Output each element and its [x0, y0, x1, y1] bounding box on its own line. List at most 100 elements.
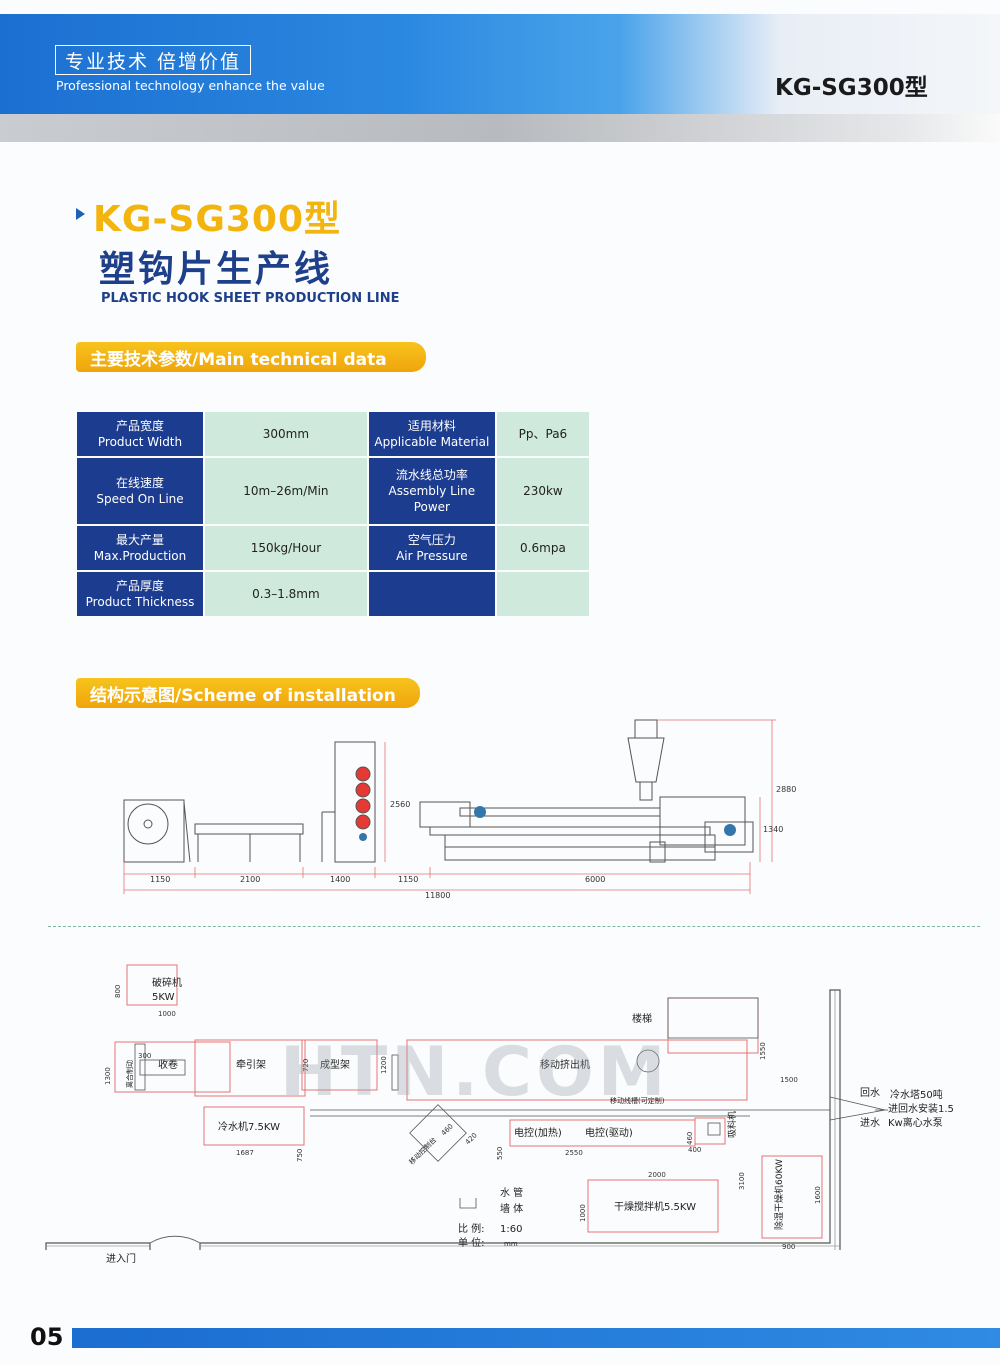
- spec-value: 0.3–1.8mm: [205, 572, 367, 616]
- hopper-top: [634, 719, 658, 739]
- wall-hatch: [46, 990, 840, 1250]
- dim-label: 1150: [150, 875, 170, 884]
- label-pipe: 水 管: [500, 1186, 523, 1199]
- former-box: [301, 1039, 378, 1091]
- dehumid-box: [761, 1155, 823, 1239]
- label-water-in: 进水: [860, 1117, 880, 1129]
- extruder-barrel: [459, 807, 661, 817]
- label-tower2: 进回水安装1.5: [888, 1102, 954, 1115]
- dim-label: 11800: [425, 891, 450, 900]
- header-stripe: [0, 114, 1000, 142]
- label-stairs: 楼梯: [632, 1012, 652, 1025]
- crusher-box: [126, 964, 178, 1006]
- extruder-gearbox: [659, 796, 746, 846]
- label-puller: 牵引架: [236, 1059, 266, 1071]
- label-scale: 比 例:: [458, 1222, 485, 1235]
- winder-box: [114, 1041, 231, 1093]
- door-arc: [149, 1235, 201, 1244]
- dim-label: 1400: [330, 875, 350, 884]
- cooling-table: [194, 823, 304, 835]
- dim-label: 460: [440, 1122, 455, 1137]
- dim-label: 1150: [398, 875, 418, 884]
- puller-rollers: [355, 766, 371, 830]
- plan-layout-drawing: 破碎机 5KW 收卷 牵引架 成型架 移动挤出机 楼梯 冷水机7.5KW 电控(…: [45, 964, 954, 1265]
- scale-value: 1:60: [500, 1224, 522, 1235]
- label-wall: 墙 体: [500, 1202, 523, 1215]
- product-model: KG-SG300型: [93, 199, 342, 240]
- dim-label: 900: [782, 1243, 795, 1251]
- moving-cabinet: [409, 1104, 467, 1162]
- dim-label: 2000: [648, 1171, 666, 1179]
- dim-label: 1550: [759, 1042, 767, 1060]
- spec-value-empty: [496, 572, 589, 616]
- dim-label: 460: [686, 1132, 694, 1145]
- extruder-box: [406, 1039, 748, 1101]
- label-box-side: 离合制动: [125, 1060, 134, 1088]
- puller-box: [194, 1039, 306, 1097]
- footer-bar: [72, 1328, 1000, 1348]
- label-water-return: 回水: [860, 1087, 880, 1099]
- label-unit: 单 位:: [458, 1236, 485, 1249]
- spec-key-empty: [368, 572, 495, 616]
- spec-value: Pp、Pa6: [496, 412, 589, 456]
- page-number: 05: [30, 1323, 64, 1351]
- spec-value: 230kw: [496, 458, 589, 524]
- dim-label: 2550: [565, 1149, 583, 1157]
- dim-label: 1340: [763, 825, 783, 834]
- dryer-box: [587, 1179, 719, 1233]
- dim-label: 720: [302, 1059, 310, 1072]
- dim-label: 750: [296, 1149, 304, 1162]
- label-extruder: 移动挤出机: [540, 1058, 590, 1071]
- dim-label: 6000: [585, 875, 605, 884]
- extruder-drum: [636, 1049, 660, 1073]
- section-tech-heading: 主要技术参数/Main technical data: [76, 342, 426, 372]
- puller-tower: [334, 741, 376, 863]
- spec-value: 300mm: [205, 412, 367, 456]
- dim-label: 1200: [380, 1056, 388, 1074]
- stairs-box: [667, 997, 759, 1054]
- dim-label: 2880: [776, 785, 796, 794]
- label-tower3: Kw离心水泵: [888, 1116, 943, 1129]
- dim-label: 2560: [390, 800, 410, 809]
- label-loader: 吸料机: [726, 1111, 738, 1138]
- section-scheme-heading: 结构示意图/Scheme of installation: [76, 678, 420, 708]
- title-arrow-icon: [76, 208, 85, 220]
- hopper: [627, 737, 665, 783]
- label-moving-cabinet: 移动控制台: [407, 1135, 438, 1166]
- label-dryer: 干燥搅拌机5.5KW: [614, 1200, 696, 1213]
- header-model: KG-SG300型: [775, 75, 928, 101]
- label-crusher-kw: 5KW: [152, 992, 175, 1003]
- dim-label: 300: [138, 1052, 151, 1060]
- label-door: 进入门: [106, 1252, 136, 1265]
- dim-label: 1000: [579, 1204, 587, 1222]
- dimension-lines: [123, 719, 776, 894]
- label-dehumid: 除湿干燥机60KW: [773, 1159, 785, 1230]
- unit-value: mm: [504, 1240, 518, 1248]
- section-divider: [48, 926, 980, 927]
- spec-value: 150kg/Hour: [205, 526, 367, 570]
- dim-label: 2100: [240, 875, 260, 884]
- dim-label: 1687: [236, 1149, 254, 1157]
- header-banner: [0, 14, 1000, 114]
- spec-value: 10m–26m/Min: [205, 458, 367, 524]
- label-winder: 收卷: [158, 1058, 178, 1071]
- dim-label: 1000: [158, 1010, 176, 1018]
- winder-roll: [127, 803, 169, 845]
- dim-label: 1500: [780, 1076, 798, 1084]
- product-name-cn: 塑钩片生产线: [99, 249, 334, 290]
- dim-label: 800: [114, 985, 122, 998]
- dim-label: 3100: [738, 1172, 746, 1190]
- label-trench: 移动线槽(可定制): [610, 1096, 665, 1105]
- slogan-english: Professional technology enhance the valu…: [56, 78, 325, 93]
- slogan-box: 专业技术 倍增价值: [55, 45, 251, 75]
